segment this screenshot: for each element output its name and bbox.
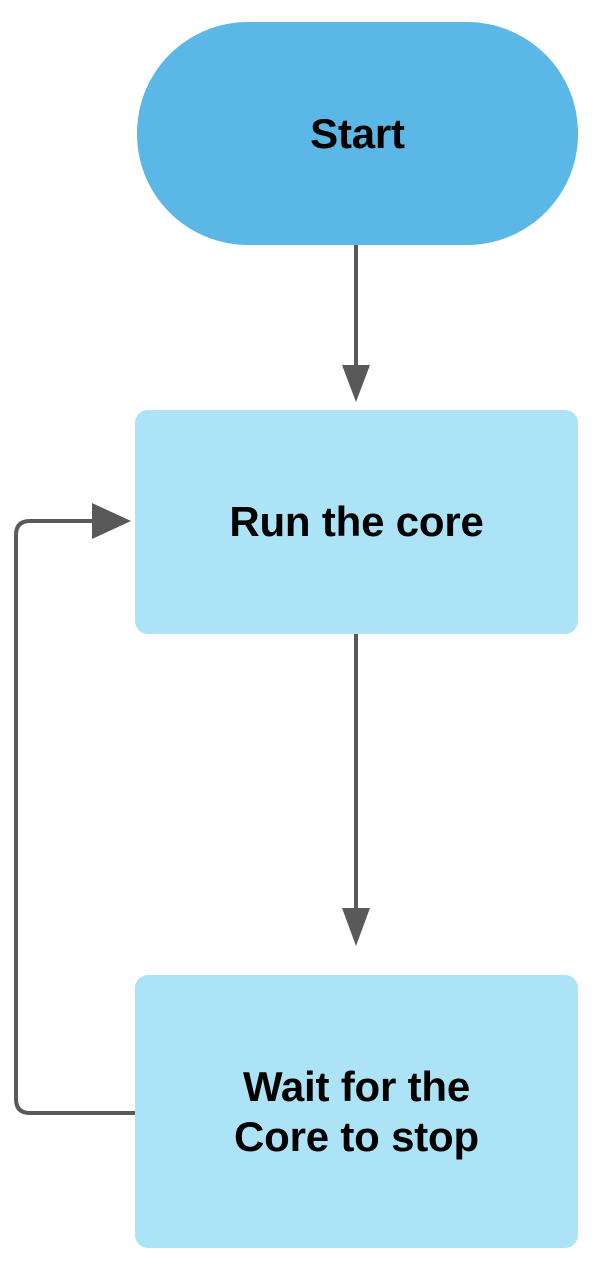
edge-start-to-run bbox=[342, 245, 370, 402]
edge-wait-to-run-loop-path bbox=[14, 519, 135, 1115]
node-wait-for-core-to-stop-label: Wait for the Core to stop bbox=[234, 1062, 479, 1160]
node-run-the-core-label: Run the core bbox=[229, 498, 484, 546]
node-start-label: Start bbox=[310, 109, 405, 157]
node-start[interactable]: Start bbox=[137, 22, 578, 245]
node-wait-for-core-to-stop[interactable]: Wait for the Core to stop bbox=[135, 975, 578, 1248]
node-run-the-core[interactable]: Run the core bbox=[135, 410, 578, 634]
edge-wait-to-run-loop bbox=[14, 503, 135, 1115]
edge-start-to-run-arrowhead bbox=[342, 365, 370, 402]
edge-run-to-wait bbox=[342, 634, 370, 946]
edge-wait-to-run-loop-arrowhead bbox=[92, 503, 131, 539]
edge-run-to-wait-arrowhead bbox=[342, 908, 370, 946]
